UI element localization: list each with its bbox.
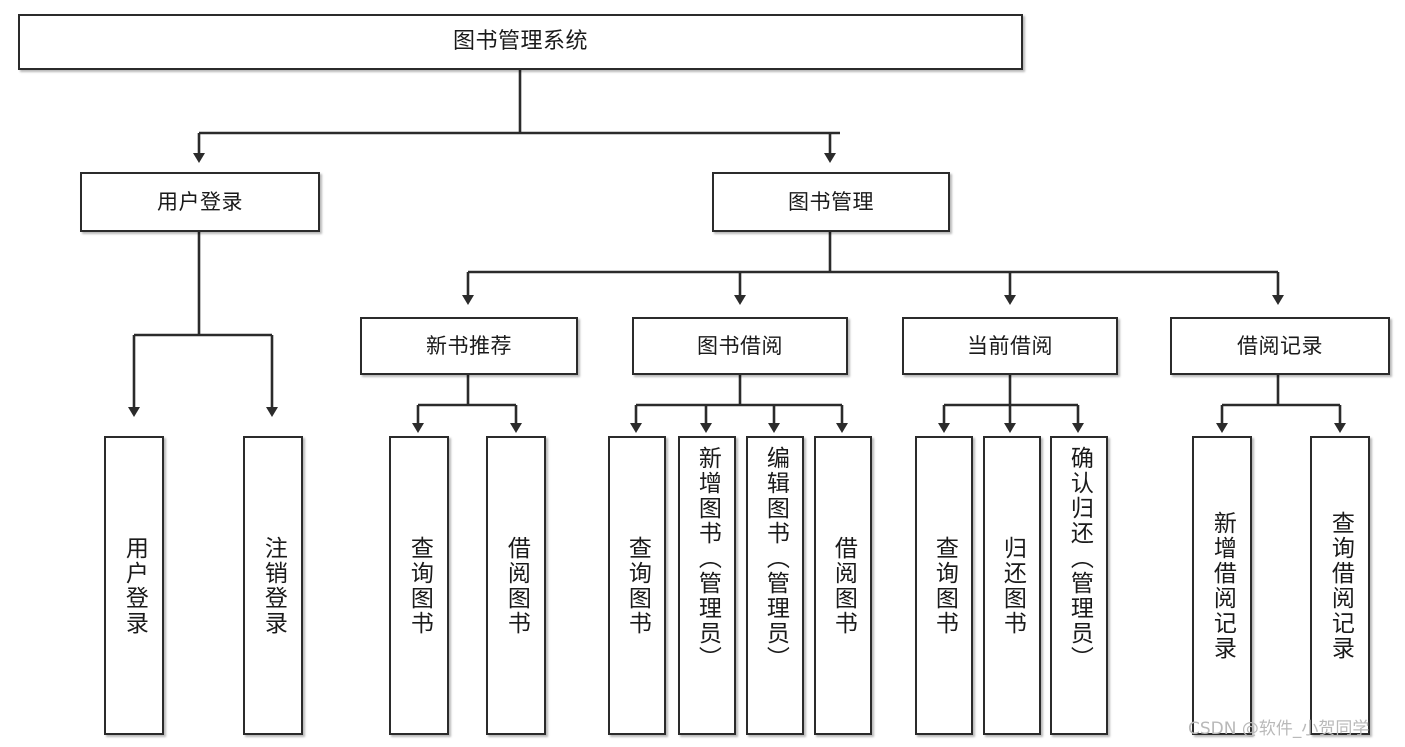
node-label: 用户登录 <box>157 189 243 214</box>
leaf-query-book-borrow[interactable]: 查询图书 <box>608 436 666 735</box>
node-label: 图书管理系统 <box>452 29 588 55</box>
node-root-book-management-system[interactable]: 图书管理系统 <box>18 14 1023 70</box>
node-label: 查询图书 <box>624 535 651 636</box>
leaf-query-borrow-record[interactable]: 查询借阅记录 <box>1310 436 1370 735</box>
leaf-return-book[interactable]: 归还图书 <box>983 436 1041 735</box>
node-label: 查询图书 <box>931 535 958 636</box>
node-label: 确认归还（管理员） <box>1066 446 1093 671</box>
node-label: 查询图书 <box>406 535 433 636</box>
node-label: 借阅图书 <box>503 535 530 636</box>
leaf-query-book-current[interactable]: 查询图书 <box>915 436 973 735</box>
node-current-borrow[interactable]: 当前借阅 <box>902 317 1118 375</box>
node-label: 借阅图书 <box>830 535 857 636</box>
node-label: 图书管理 <box>788 189 874 214</box>
leaf-add-book-admin[interactable]: 新增图书（管理员） <box>678 436 736 735</box>
node-book-borrow[interactable]: 图书借阅 <box>632 317 848 375</box>
leaf-edit-book-admin[interactable]: 编辑图书（管理员） <box>746 436 804 735</box>
leaf-confirm-return-admin[interactable]: 确认归还（管理员） <box>1050 436 1108 735</box>
node-label: 新增借阅记录 <box>1209 510 1236 661</box>
node-label: 新增图书（管理员） <box>694 446 721 671</box>
node-label: 用户登录 <box>121 535 148 636</box>
node-label: 查询借阅记录 <box>1327 510 1354 661</box>
leaf-user-login[interactable]: 用户登录 <box>104 436 164 735</box>
leaf-add-borrow-record[interactable]: 新增借阅记录 <box>1192 436 1252 735</box>
node-new-book-recommend[interactable]: 新书推荐 <box>360 317 578 375</box>
leaf-borrow-book[interactable]: 借阅图书 <box>814 436 872 735</box>
node-label: 新书推荐 <box>426 333 512 358</box>
node-label: 当前借阅 <box>967 333 1053 358</box>
node-label: 图书借阅 <box>697 333 783 358</box>
node-borrow-record[interactable]: 借阅记录 <box>1170 317 1390 375</box>
node-user-login[interactable]: 用户登录 <box>80 172 320 232</box>
node-label: 编辑图书（管理员） <box>762 446 789 671</box>
node-book-management[interactable]: 图书管理 <box>712 172 950 232</box>
node-label: 注销登录 <box>260 535 287 636</box>
leaf-query-book-new-recommend[interactable]: 查询图书 <box>389 436 449 735</box>
leaf-borrow-book-new-recommend[interactable]: 借阅图书 <box>486 436 546 735</box>
leaf-logout[interactable]: 注销登录 <box>243 436 303 735</box>
node-label: 借阅记录 <box>1237 333 1323 358</box>
node-label: 归还图书 <box>999 535 1026 636</box>
csdn-watermark: CSDN @软件_小贺同学 <box>1188 719 1370 739</box>
